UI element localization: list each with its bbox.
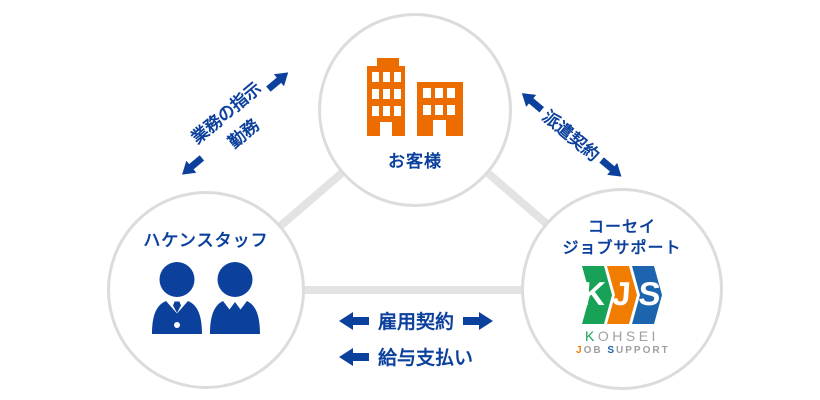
edge-label-staff-customer: 業務の指示 勤務 [161, 53, 309, 189]
logo-kohsei-k: K [585, 328, 598, 344]
edge-label-salary-payment: 給与支払い [378, 348, 474, 369]
kjs-logo: K J S KOHSEI JOB SUPPORT [576, 266, 668, 356]
node-agency-label-line1: コーセイ [587, 219, 656, 236]
logo-job-j: J [576, 345, 584, 356]
node-staff-label: ハケンスタッフ [143, 231, 269, 250]
arrow-left-icon [339, 311, 369, 330]
arrow-down-right-icon [599, 156, 622, 177]
node-agency: コーセイ ジョブサポート K J S KOHSEI JOB SUPPORT [521, 188, 723, 390]
arrow-right-icon [463, 311, 494, 330]
logo-support-s: S [607, 345, 617, 356]
logo-text-job-support: JOB SUPPORT [576, 345, 668, 356]
logo-text-kohsei: KOHSEI [576, 328, 668, 344]
arrow-up-right-icon [266, 72, 289, 92]
logo-support-rest: UPPORT [616, 345, 670, 356]
node-customer: お客様 [318, 13, 512, 207]
edge-label-employment-contract: 雇用契約 [378, 312, 455, 333]
arrow-up-left-icon [522, 92, 545, 113]
arrow-left-icon [339, 347, 369, 366]
logo-kohsei-rest: OHSEI [597, 328, 659, 344]
buildings-icon [367, 58, 463, 141]
edge-label-staff-agency: 雇用契約 給与支払い [339, 307, 494, 370]
node-agency-label-line2: ジョブサポート [562, 240, 682, 257]
two-persons-icon [150, 262, 262, 339]
node-staff: ハケンスタッフ [107, 191, 305, 389]
edge-row-employment-contract: 雇用契約 [339, 307, 494, 334]
edge-label-customer-agency: 派遣契約 [507, 77, 638, 193]
node-customer-label: お客様 [388, 152, 442, 171]
logo-job-rest: OB [583, 345, 603, 356]
edge-row-salary-payment: 給与支払い [339, 343, 493, 370]
kjs-logo-chevrons: K J S [578, 266, 666, 324]
kjs-letter-s: S [637, 275, 662, 312]
arrow-down-left-icon [182, 155, 205, 175]
